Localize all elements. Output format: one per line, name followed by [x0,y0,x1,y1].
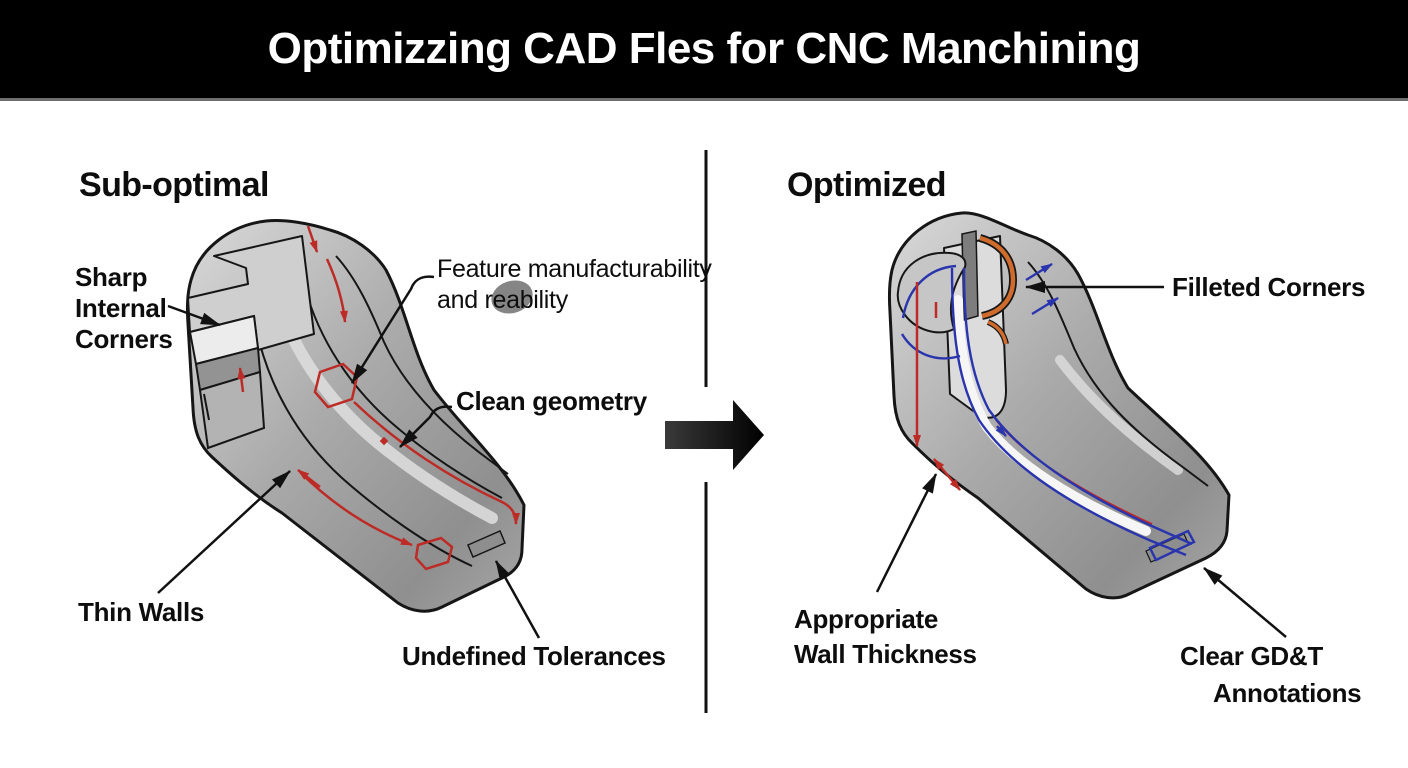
diagram-canvas [157,150,1287,713]
sharp-corners-leader [167,304,221,327]
label-line: Internal [75,293,167,323]
blue-toolpath [900,262,1196,562]
left-panel-heading: Sub-optimal [79,166,269,204]
arm-top-edge [1027,261,1209,487]
transform-arrow-icon [665,400,764,470]
label-line: Appropriate [794,604,939,634]
left-leader-lines [157,275,541,639]
page-title: Optimizzing CAD Fles for CNC Manchining [267,24,1141,73]
label-filleted-corners: Filleted Corners [1172,272,1366,302]
foot-slot [467,530,506,558]
label-line: Annotations [1213,678,1362,708]
arm-highlight [1055,355,1183,475]
fillet-arcs [978,234,1018,345]
surface-blemish [491,280,533,314]
wall-thickness-leader [875,473,938,593]
thin-walls-leader [157,470,291,594]
arm-top-edge [335,255,509,475]
feature-leader [350,275,435,384]
label-line: Feature manufacturability [437,255,712,283]
label-appropriate-wall-thickness: Appropriate Wall Thickness [794,602,977,672]
label-clear-gdt-annotations: Clear GD&T Annotations [1180,638,1362,712]
title-bar: Optimizzing CAD Fles for CNC Manchining [0,0,1408,101]
label-line: and reability [437,286,568,314]
label-line: Clear GD&T [1180,641,1323,671]
channel-floor [953,295,1151,536]
label-undefined-tolerances: Undefined Tolerances [402,641,666,671]
heel-facet [203,393,210,421]
gdt-annotations-leader [1203,567,1287,638]
clean-geometry-leader [399,405,453,448]
label-clean-geometry: Clean geometry [456,386,647,416]
label-line: Sharp [75,262,148,292]
optimized-bracket-illustration [875,211,1287,638]
undefined-tolerances-leader [494,560,541,639]
red-dimension-arrows [913,282,961,491]
sub-optimal-bracket-illustration [157,219,541,639]
label-line: Wall Thickness [794,639,977,669]
right-panel-heading: Optimized [787,166,947,204]
channel-highlight [278,312,498,524]
right-leader-lines [875,281,1287,638]
label-thin-walls: Thin Walls [78,597,205,627]
red-toolpath [237,225,520,571]
label-line: Corners [75,324,173,354]
label-sharp-internal-corners: Sharp Internal Corners [75,262,173,355]
label-feature-manufacturability: Feature manufacturability and reability [437,254,712,316]
